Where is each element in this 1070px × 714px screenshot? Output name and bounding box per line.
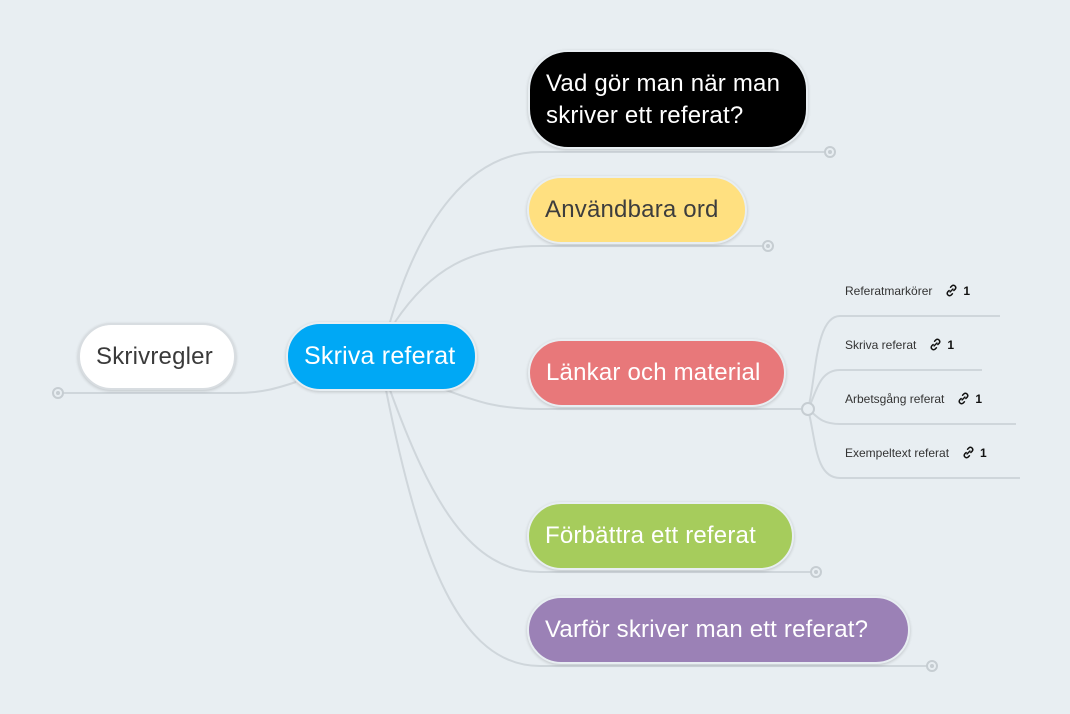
leaf-connector-3 [807,408,1016,425]
leaf-connector-4 [807,408,1020,479]
branch-node-4[interactable]: Förbättra ett referat [527,502,794,570]
link-badge[interactable]: 1 [944,283,970,298]
link-count: 1 [963,283,971,298]
root-node[interactable]: Skrivregler [78,323,236,390]
link-badge[interactable]: 1 [928,337,954,352]
leaf-node-4[interactable]: Exempeltext referat 1 [845,445,987,460]
root-connector [58,381,297,394]
link-icon [930,338,941,351]
branch-node-5[interactable]: Varför skriver man ett referat? [527,596,910,664]
branch-3-collapse-handle [801,402,815,416]
leaf-node-label: Referatmarkörer [845,283,933,298]
link-count: 1 [980,445,987,460]
branch-connector-1 [389,151,828,323]
link-icon [946,284,957,297]
branch-node-2[interactable]: Användbara ord [527,176,747,244]
link-icon [963,446,974,459]
leaf-node-3[interactable]: Arbetsgång referat 1 [845,391,982,406]
central-topic-node[interactable]: Skriva referat [286,322,477,391]
root-node-label: Skrivregler [96,342,213,370]
leaf-node-label: Arbetsgång referat [845,391,945,406]
branch-node-label: Varför skriver man ett referat? [545,616,869,643]
leaf-node-1[interactable]: Referatmarkörer 1 [845,283,970,298]
link-count: 1 [947,337,955,352]
branch-node-label: Förbättra ett referat [545,522,756,549]
branch-connector-2 [394,245,766,323]
branch-node-label: Vad gör man när man skriver ett referat? [546,69,781,129]
branch-node-label: Användbara ord [545,196,719,223]
branch-connector-5 [385,389,930,667]
branch-connector-3 [439,387,806,410]
leaf-connector-1 [807,315,1000,410]
branch-connector-4 [389,389,814,573]
leaf-node-2[interactable]: Skriva referat 1 [845,337,954,352]
link-badge[interactable]: 1 [956,391,982,406]
leaf-node-label: Skriva referat [845,337,917,352]
branch-node-1[interactable]: Vad gör man när man skriver ett referat? [528,50,808,149]
link-icon [958,392,969,405]
branch-node-3[interactable]: Länkar och material [528,339,786,407]
link-badge[interactable]: 1 [961,445,987,460]
central-topic-label: Skriva referat [304,342,456,370]
branch-node-label: Länkar och material [546,359,761,386]
leaf-node-label: Exempeltext referat [845,445,950,460]
link-count: 1 [975,391,983,406]
